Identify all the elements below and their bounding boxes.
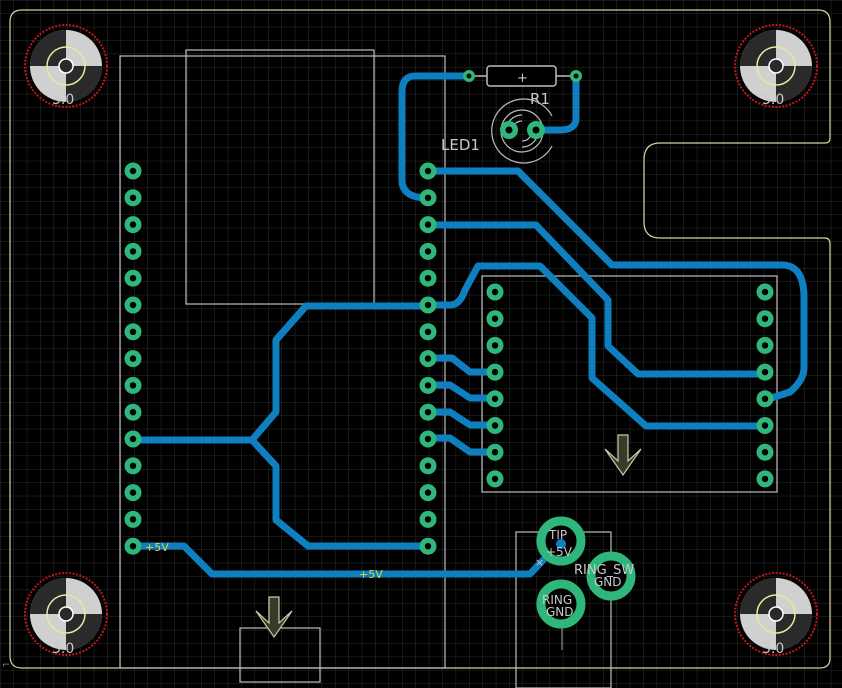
pin-hole: [491, 288, 499, 296]
trace-bus-4: [424, 434, 499, 456]
mcu-right-pin-header[interactable]: [419, 162, 437, 555]
jack-ring-net: GND: [546, 605, 574, 619]
pin-hole: [761, 395, 769, 402]
board-outline: [9, 9, 831, 669]
trace-led-loop: [398, 72, 473, 202]
trace-gnd-branch: [129, 302, 432, 444]
pin-hole: [424, 194, 432, 201]
pin-hole: [761, 342, 769, 349]
mounting-hole-bottom-left[interactable]: 3.0: [24, 572, 108, 657]
mounting-hole-top-left[interactable]: 3.0: [24, 24, 108, 108]
copper-traces[interactable]: [129, 72, 808, 578]
jack-tip-pad[interactable]: TIP +5V: [536, 516, 586, 566]
pin-hole: [761, 449, 769, 456]
mcu-antenna-outline: [185, 49, 375, 305]
jack-ring-sw-label: RING_SW: [574, 563, 634, 578]
pin-hole: [424, 275, 432, 282]
trace-bus-3: [424, 408, 499, 429]
jack-tip-label: TIP: [548, 528, 567, 542]
pin-hole: [424, 382, 432, 389]
mounting-hole-bottom-right[interactable]: 3.0: [734, 572, 818, 657]
pin-hole: [491, 422, 499, 429]
pin-hole: [129, 409, 137, 416]
pin-hole: [129, 382, 137, 389]
pin-hole: [424, 328, 432, 335]
mcu-module-outline: [119, 55, 446, 669]
led-ref-label: LED1: [441, 136, 480, 154]
pin-hole: [491, 449, 499, 456]
mount-label: 3.0: [762, 641, 784, 657]
down-arrow-icon: [604, 434, 642, 477]
jack-ring-sw-net: GND: [594, 575, 622, 589]
breakout-module-outline: [481, 275, 778, 493]
mount-label: 3.0: [52, 92, 74, 108]
pin-hole: [129, 167, 137, 175]
resistor-ref-label: R1: [530, 90, 550, 108]
mcu-left-pin-header[interactable]: [124, 162, 142, 555]
pin-hole: [129, 355, 137, 362]
trace-gnd-lower: [248, 436, 432, 550]
pin-hole: [424, 543, 432, 550]
mount-label: 3.0: [762, 92, 784, 108]
led-led1[interactable]: LED1: [441, 98, 553, 164]
trace-pin1-to-breakout: [424, 167, 808, 404]
pin-hole: [129, 301, 137, 309]
jack-ring-label: RING: [542, 593, 572, 607]
pin-hole: [491, 368, 499, 376]
pin-hole: [129, 275, 137, 282]
pin-hole: [761, 315, 769, 322]
pin-hole: [129, 435, 137, 443]
pin-hole: [491, 342, 499, 349]
pin-hole: [491, 315, 499, 322]
pin-hole: [129, 328, 137, 335]
trace-pin3-to-breakout: [424, 221, 769, 378]
trace-pin6-loop: [424, 262, 769, 430]
net-label-trace-5v: +5V: [359, 568, 383, 581]
breakout-right-pin-header[interactable]: [756, 283, 774, 488]
pin-hole: [424, 462, 432, 469]
pin-hole: [761, 475, 769, 483]
pin-hole: [761, 288, 769, 296]
jack-tip-net: +5V: [546, 545, 573, 559]
pin-hole: [424, 248, 432, 255]
net-label-left-5v: +5V: [145, 541, 169, 554]
resistor-plus-mark: +: [517, 71, 528, 86]
mount-label: 3.0: [52, 641, 74, 657]
trace-5v: [129, 537, 565, 578]
trace-bus-2: [424, 381, 499, 402]
pin-hole: [424, 167, 432, 175]
jack-ring-sw-pad[interactable]: RING_SW GND: [574, 551, 636, 601]
pin-hole: [761, 422, 769, 429]
jack-cross-mark: ×: [535, 556, 544, 569]
trace-bus-1: [424, 354, 499, 376]
pin-hole: [761, 368, 769, 376]
pin-hole: [424, 355, 432, 362]
resistor-r1[interactable]: + R1: [463, 65, 582, 108]
pin-hole: [491, 475, 499, 483]
pin-hole: [491, 395, 499, 402]
pin-hole: [129, 543, 137, 550]
pin-hole: [424, 489, 432, 496]
pin-hole: [129, 462, 137, 469]
pin-hole: [424, 409, 432, 416]
origin-mark: ⌐: [2, 660, 10, 671]
pin-hole: [424, 301, 432, 309]
pin-hole: [129, 194, 137, 201]
jack-ring-pad[interactable]: RING GND: [536, 579, 586, 629]
pin-hole: [129, 489, 137, 496]
pin-hole: [129, 248, 137, 255]
pin-hole: [424, 221, 432, 228]
pin-hole: [424, 516, 432, 523]
mounting-hole-top-right[interactable]: 3.0: [734, 24, 818, 108]
pin-hole: [129, 221, 137, 228]
trace-resistor-led: [532, 72, 580, 134]
breakout-left-pin-header[interactable]: [486, 283, 504, 488]
down-arrow-icon: [255, 596, 293, 639]
audio-jack[interactable]: TIP +5V RING_SW GND RING GND ×: [535, 516, 636, 629]
pin-hole: [129, 516, 137, 523]
pin-hole: [424, 435, 432, 443]
